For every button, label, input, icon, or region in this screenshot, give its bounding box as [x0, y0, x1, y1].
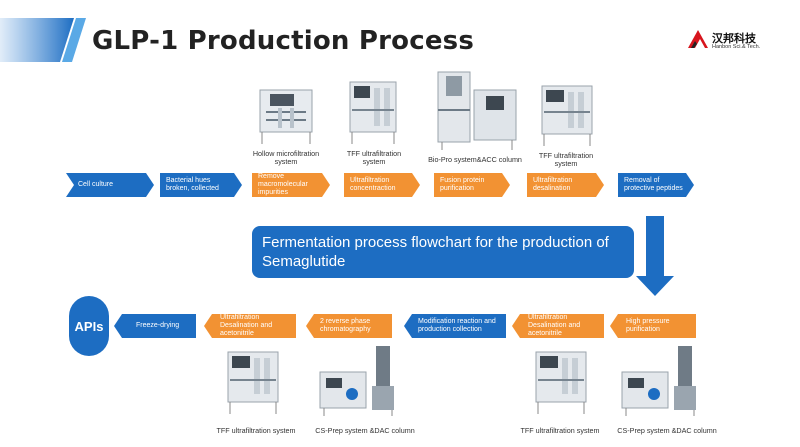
- tff-ultrafiltration-image-2: [541, 85, 593, 146]
- arrow-shape: [252, 173, 330, 197]
- arrow-shape: [618, 173, 694, 197]
- bio-pro-system-image: [437, 71, 517, 150]
- step-bacterial-broken: Bacterial hues broken, collected: [166, 177, 219, 192]
- down-arrow-shape: [636, 216, 674, 296]
- step-cell-culture: Cell culture: [78, 181, 114, 188]
- cs-prep-system-image-2: [621, 346, 696, 416]
- apis-output: APIs: [69, 296, 109, 356]
- header-accent: [0, 18, 86, 62]
- equipment-caption: TFF ultrafiltration system: [520, 426, 600, 435]
- tff-system-image-4: [535, 351, 587, 414]
- arrow-shape: [434, 173, 510, 197]
- equipment-caption: CS-Prep system &DAC column: [315, 426, 415, 435]
- equipment-caption: CS-Prep system &DAC column: [617, 426, 717, 435]
- logo-subtitle: Hanbon Sci.& Tech.: [712, 44, 761, 50]
- step-ultrafiltration-desalination-acn-1: Ultrafiltration Desalination and acetoni…: [528, 314, 581, 337]
- tff-system-image-3: [227, 351, 279, 414]
- arrow-shape: [114, 314, 196, 338]
- arrow-shape: [204, 314, 296, 338]
- step-modification-reaction: Modification reaction and production col…: [418, 318, 496, 333]
- step-ultrafiltration-concentration: Ultrafiltration concentraction: [350, 177, 396, 192]
- arrow-shape: [344, 173, 420, 197]
- logo-text: 汉邦科技: [712, 33, 756, 45]
- hollow-microfiltration-image: [259, 89, 313, 144]
- step-high-pressure: High pressure purification: [626, 318, 670, 333]
- arrow-shape: [512, 314, 604, 338]
- arrow-shape: [527, 173, 604, 197]
- flowchart-title: Fermentation process flowchart for the p…: [262, 234, 609, 270]
- equipment-caption: Hollow microfiltration system: [252, 149, 320, 166]
- arrow-shape: [306, 314, 392, 338]
- step-freeze-drying: Freeze-drying: [136, 322, 180, 329]
- page-title: GLP-1 Production Process: [92, 26, 475, 56]
- step-remove-impurities: Remove macromolecular impurities: [258, 173, 308, 196]
- step-ultrafiltration-desalination-acn-2: Ultrafiltration Desalination and acetoni…: [220, 314, 273, 337]
- step-remove-protective-peptides: Removal of protective peptides: [624, 177, 683, 192]
- equipment-caption: TFF ultrafiltration system: [216, 426, 296, 435]
- equipment-caption: Bio-Pro system&ACC column: [428, 155, 522, 164]
- arrow-shape: [160, 173, 242, 197]
- step-fusion-protein: Fusion protein purification: [440, 177, 485, 192]
- hanbon-logo-icon: [688, 30, 708, 48]
- arrow-shape: [610, 314, 696, 338]
- equipment-caption: TFF ultrafiltration system: [346, 149, 402, 166]
- arrow-shape: [66, 173, 154, 197]
- flowchart-title-box: Fermentation process flowchart for the p…: [252, 226, 634, 278]
- tff-ultrafiltration-image-1: [349, 81, 397, 144]
- step-ultrafiltration-desalination: Ultrafiltration desalination: [533, 177, 573, 192]
- cs-prep-system-image-1: [319, 346, 394, 416]
- equipment-caption: TFF ultrafiltration system: [538, 151, 594, 168]
- step-reverse-phase: 2 reverse phase chromatography: [320, 318, 371, 333]
- arrow-shape: [404, 314, 506, 338]
